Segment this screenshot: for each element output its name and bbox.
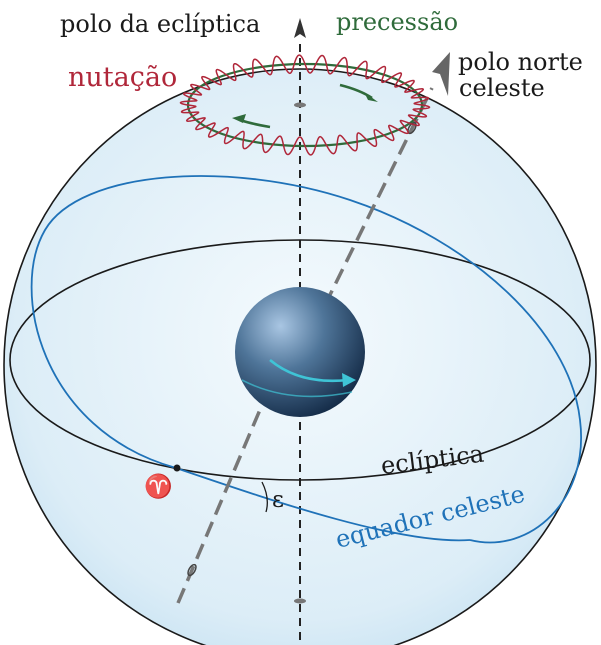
precession-arrowhead-right — [364, 92, 378, 102]
celestial-equator-lower — [175, 467, 471, 542]
obliquity-label: ε — [272, 487, 284, 513]
ecliptic-axis-arrowhead — [294, 18, 306, 38]
north-pole-label-line1: polo norte — [458, 48, 583, 76]
earth-rotation-arrowhead — [342, 373, 356, 387]
vernal-equinox-point — [173, 464, 181, 472]
earth-rotation-arrow — [269, 359, 349, 383]
earth-rotation-arrow-back — [241, 379, 353, 398]
precession-arrowhead-left — [232, 114, 246, 123]
obliquity-arc — [261, 481, 268, 513]
nutation-wave — [179, 54, 431, 156]
ecliptic-pole-tick-bottom — [294, 598, 306, 604]
nutation-label: nutação — [68, 62, 177, 93]
ecliptic-pole-tick-top — [294, 102, 306, 108]
north-pole-marker — [407, 121, 417, 135]
south-pole-marker — [187, 563, 197, 577]
celestial-axis-arrowhead — [432, 52, 450, 96]
earth-globe — [235, 287, 365, 417]
ecliptic-pole-label: polo da eclíptica — [60, 10, 260, 38]
aries-symbol: ♈ — [144, 473, 173, 500]
celestial-equator-circle — [30, 175, 582, 544]
celestial-axis-lower — [176, 404, 264, 604]
north-pole-label-line2: celeste — [459, 74, 545, 102]
ecliptic-circle — [9, 239, 591, 481]
precession-label: precessão — [336, 8, 458, 36]
